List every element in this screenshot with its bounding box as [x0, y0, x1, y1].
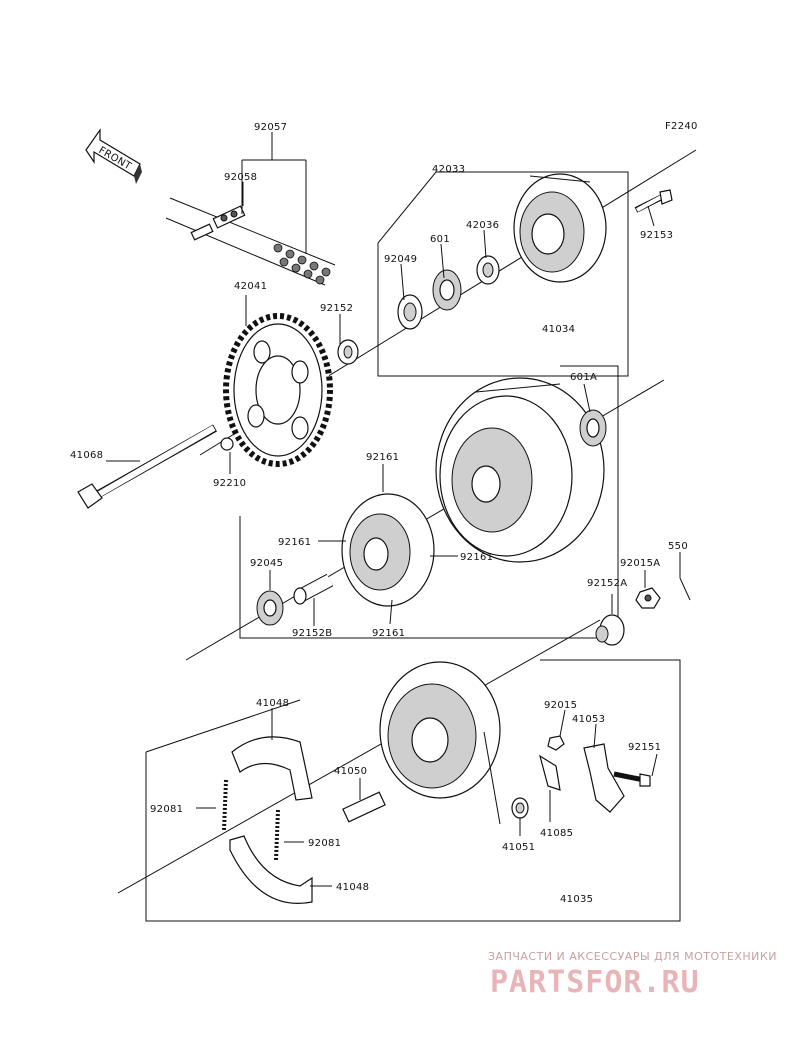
- collar-92152: [337, 339, 359, 365]
- hub-damper: [341, 493, 435, 607]
- spring-92081-right: [274, 809, 280, 861]
- label-42033: 42033: [432, 164, 465, 175]
- label-42036: 42036: [466, 220, 499, 231]
- seal-41051: [511, 797, 529, 819]
- label-41053: 41053: [572, 714, 605, 725]
- label-92210: 92210: [213, 478, 246, 489]
- label-92161-left: 92161: [278, 537, 311, 548]
- label-41085: 41085: [540, 828, 573, 839]
- camshaft-41050: [342, 791, 386, 823]
- group-outlines: [145, 171, 681, 922]
- brake-panel: [379, 661, 501, 799]
- watermark-logo: PARTSFOR.RU: [490, 965, 700, 1000]
- front-arrow-icon: FRONT: [85, 128, 142, 184]
- leader-lines: [106, 132, 681, 887]
- label-92015: 92015: [544, 700, 577, 711]
- bearing-92045: [256, 590, 284, 626]
- label-92058: 92058: [224, 172, 257, 183]
- label-42041: 42041: [234, 281, 267, 292]
- bolt-92151: [613, 771, 651, 787]
- label-92152B: 92152B: [292, 628, 332, 639]
- label-92081-left: 92081: [150, 804, 183, 815]
- seal-92049: [397, 294, 423, 330]
- label-41035: 41035: [560, 894, 593, 905]
- collar-42036: [476, 255, 500, 285]
- label-92161-right: 92161: [460, 552, 493, 563]
- label-41068: 41068: [70, 450, 103, 461]
- label-92049: 92049: [384, 254, 417, 265]
- spring-92081-left: [222, 779, 228, 831]
- label-41048-top: 41048: [256, 698, 289, 709]
- rear-axle: [77, 424, 234, 509]
- cotter-pin-550: [679, 577, 691, 601]
- diagram-code: F2240: [665, 121, 698, 132]
- label-92161-bottom: 92161: [372, 628, 405, 639]
- label-92161-top: 92161: [366, 452, 399, 463]
- nut-92015A: [635, 587, 661, 609]
- brake-shoe-lower: [229, 835, 313, 904]
- collar-92152A: [595, 614, 625, 646]
- wheel-hub: [435, 377, 605, 563]
- bearing-601A: [579, 409, 607, 447]
- label-92153: 92153: [640, 230, 673, 241]
- label-41034: 41034: [542, 324, 575, 335]
- watermark-tagline: ЗАПЧАСТИ И АКСЕССУАРЫ ДЛЯ МОТОТЕХНИКИ: [488, 950, 777, 963]
- collar-92152B: [293, 573, 334, 605]
- label-92152A: 92152A: [587, 578, 627, 589]
- label-92015A: 92015A: [620, 558, 660, 569]
- rear-sprocket: [223, 313, 333, 467]
- sprocket-hub: [513, 173, 607, 283]
- label-41051: 41051: [502, 842, 535, 853]
- drive-chain: [165, 197, 336, 286]
- part-labels: F2240 92057 92058 42033 42036 601 92049 …: [70, 121, 698, 905]
- label-601A: 601A: [570, 372, 597, 383]
- nut-92015: [547, 735, 565, 751]
- label-92057: 92057: [254, 122, 287, 133]
- label-92045: 92045: [250, 558, 283, 569]
- label-41048-bottom: 41048: [336, 882, 369, 893]
- indicator-41085: [539, 754, 561, 791]
- label-550: 550: [668, 541, 688, 552]
- bearing-601: [432, 269, 462, 311]
- bolt-92153: [634, 189, 673, 213]
- label-92151: 92151: [628, 742, 661, 753]
- lever-41053: [583, 743, 625, 813]
- label-601: 601: [430, 234, 450, 245]
- label-92152: 92152: [320, 303, 353, 314]
- label-41050: 41050: [334, 766, 367, 777]
- brake-shoe-upper: [231, 736, 313, 801]
- label-92081-right: 92081: [308, 838, 341, 849]
